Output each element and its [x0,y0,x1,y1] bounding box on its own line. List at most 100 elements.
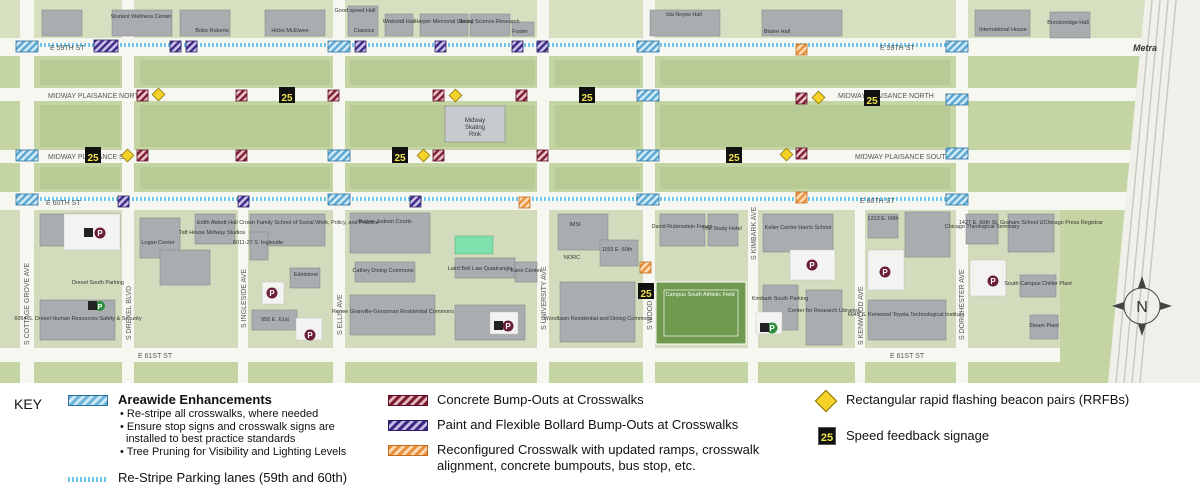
parking-lane-restripe-60th [40,197,960,201]
concrete-bumpout [432,89,445,102]
road-university [537,0,549,383]
concrete-bumpout [515,89,528,102]
reconfigured-crosswalk [518,196,531,209]
concrete-bumpout [536,149,549,162]
key-concrete-label: Concrete Bump-Outs at Crosswalks [437,392,644,407]
south-building-labels: Logan Center Taft House Midway Studios E… [14,216,1103,329]
pool [454,235,494,255]
metra-label: Metra [1133,43,1157,53]
road-ingleside [238,200,248,383]
street-label-ingleside: S INGLESIDE AVE [241,269,248,328]
key-areawide-bullet: • Ensure stop signs and crosswalk signs … [120,421,335,433]
svg-text:25: 25 [728,153,740,164]
key-reconfigured-label-1: Reconfigured Crosswalk with updated ramp… [437,442,760,457]
rrfb-diamond [120,148,135,163]
road-cottage-grove [20,0,34,383]
rrfb-diamond [448,88,463,103]
speed-sign: 25 [392,147,408,164]
road-drexel [122,0,134,383]
building-label: Harper Memorial Library [414,19,474,25]
parking-icon [879,266,891,278]
building-label: NORC [564,255,580,261]
building-label: Bobs Roberts [195,28,229,34]
concrete-bumpout [432,149,445,162]
parking-icon [304,329,316,341]
speed-sign: 25 [279,87,295,104]
building-label: Edelstone [294,272,318,278]
bollard-bumpout [434,40,447,53]
svg-text:P: P [97,229,103,238]
road-kimbark [748,200,758,383]
areawide-swatch [68,395,108,406]
building-label: International House [979,27,1027,33]
bollard-bumpout [409,195,422,208]
parking-icon [987,275,999,287]
metra-corridor [1108,0,1200,383]
building-label: 6054 S. Drexel Human Resources Safety & … [14,316,141,322]
bollard-bumpout [354,40,367,53]
street-label-59th: E 59TH ST [50,45,85,52]
svg-text:P: P [505,322,511,331]
road-midway-south [0,150,1200,163]
building-label: Renee Granville-Grossman Residential Com… [332,309,454,315]
concrete-bumpout [327,89,340,102]
rail-line [1115,0,1153,383]
street-label-midway-north: MIDWAY PLAISANCE NORTH [838,93,934,100]
building-label: 1313 E. 60th [867,216,898,222]
parking-lane-restripe-59th [40,43,960,47]
building-label: Kane Center [511,268,542,274]
reconfigured-crosswalk [795,191,808,204]
concrete-bumpout [235,149,248,162]
key-areawide-bullet: • Tree Pruning for Visibility and Lighti… [120,446,347,458]
rail-line [1139,0,1177,383]
parking-icons: P P P P P P P P P [84,227,999,341]
reconfigured-crosswalk [795,43,808,56]
speed-sign: 25 [726,147,742,164]
bollard-bumpout [185,40,198,53]
accessible-icon [760,323,769,332]
accessible-icon [494,321,503,330]
street-label-dorchester: S DORCHESTER AVE [959,269,966,340]
key-reconfigured-label-2: alignment, concrete bumpouts, bus stop, … [437,458,696,473]
svg-text:P: P [307,331,313,340]
building-label: 1427 E. 60th St. Graham School UChicago … [959,220,1103,226]
bollard-bumpout [237,195,250,208]
concrete-bumpout [795,147,808,160]
street-label-drexel: S DREXEL BLVD [126,286,133,340]
ev-parking-icon [95,301,105,311]
concrete-bumpout [795,92,808,105]
speed-sign: 25 [579,87,595,104]
building-label: Hicks McElwee [271,28,308,34]
building-label: Foster [512,29,528,35]
areawide-crosswalk [636,193,660,206]
key-areawide-bullet: • Re-stripe all crosswalks, where needed [120,408,319,420]
building-label: Blaine Hall [764,29,790,35]
bollard-bumpout [536,40,549,53]
north-arrow: N [1112,276,1172,336]
bollard-bumpout [93,39,119,53]
key-title: KEY [14,396,43,412]
street-label-university: S UNIVERSITY AVE [541,266,548,330]
key-areawide-bullet: installed to best practice standards [126,433,296,445]
concrete-bumpouts [136,89,808,162]
areawide-crosswalk [636,40,660,53]
speed-sign: 25 [638,283,654,300]
rrfb-diamond [416,148,431,163]
parking-icon [806,259,818,271]
parking-icon [502,320,514,332]
svg-text:P: P [269,289,275,298]
bollard-bumpouts [93,39,549,208]
building-label: Logan Center [141,240,174,246]
street-label-60th: E 60TH ST [860,198,895,205]
key-speed-label: Speed feedback signage [846,428,990,443]
building-label: David Rubenstein Forum [652,224,713,230]
street-label-woodlawn: S WOOD [647,301,654,330]
building-label: Ida Noyes Hall [666,12,702,18]
areawide-crosswalk [15,40,39,53]
midway-skating-rink [444,105,506,143]
svg-text:P: P [990,277,996,286]
building-label: Breckinridge Hall [1047,20,1089,26]
concrete-bumpout-swatch [388,395,428,406]
svg-text:25: 25 [87,153,99,164]
